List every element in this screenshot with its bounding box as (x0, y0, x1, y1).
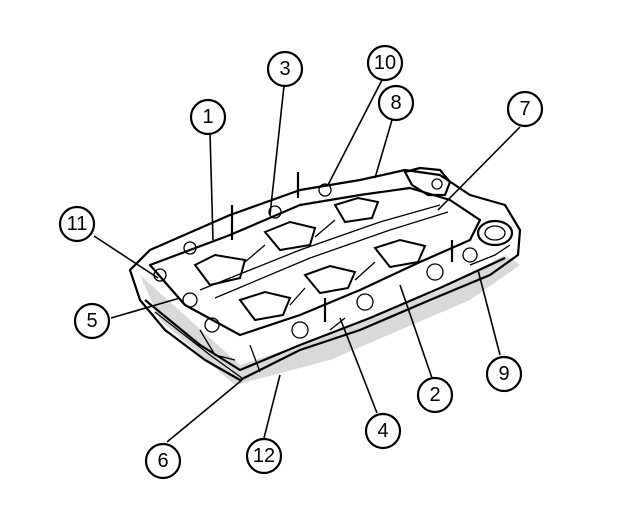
callout-12: 12 (245, 437, 283, 475)
manifold-drawing (128, 166, 522, 385)
leader-11 (93, 235, 159, 279)
callout-3: 3 (266, 50, 304, 88)
leader-lines (93, 79, 521, 443)
callout-8: 8 (377, 84, 415, 122)
leader-12 (263, 374, 281, 439)
leader-1 (209, 132, 214, 241)
svg-text:7: 7 (519, 98, 530, 120)
leader-6 (166, 379, 243, 443)
svg-text:5: 5 (86, 310, 97, 332)
callout-9: 9 (485, 355, 523, 393)
callout-10: 10 (366, 44, 404, 82)
callout-1: 1 (189, 98, 227, 136)
callout-7: 7 (506, 90, 544, 128)
leader-4 (339, 317, 378, 414)
callout-4: 4 (364, 412, 402, 450)
leader-3 (269, 85, 285, 216)
callout-2: 2 (416, 376, 454, 414)
callout-6: 6 (144, 442, 182, 480)
callout-5: 5 (73, 302, 111, 340)
leader-7 (437, 126, 521, 211)
svg-text:2: 2 (429, 384, 440, 406)
svg-text:4: 4 (377, 420, 388, 442)
svg-text:8: 8 (390, 92, 401, 114)
leader-8 (374, 119, 393, 179)
leader-2 (399, 284, 433, 379)
callout-11: 11 (58, 205, 96, 243)
svg-text:1: 1 (202, 106, 213, 128)
svg-text:9: 9 (498, 363, 509, 385)
svg-text:6: 6 (157, 450, 168, 472)
leader-5 (110, 297, 181, 319)
svg-text:3: 3 (279, 58, 290, 80)
svg-text:12: 12 (253, 445, 275, 467)
leader-10 (327, 79, 383, 186)
svg-text:10: 10 (374, 52, 396, 74)
svg-text:11: 11 (67, 213, 88, 235)
leader-9 (477, 269, 501, 356)
